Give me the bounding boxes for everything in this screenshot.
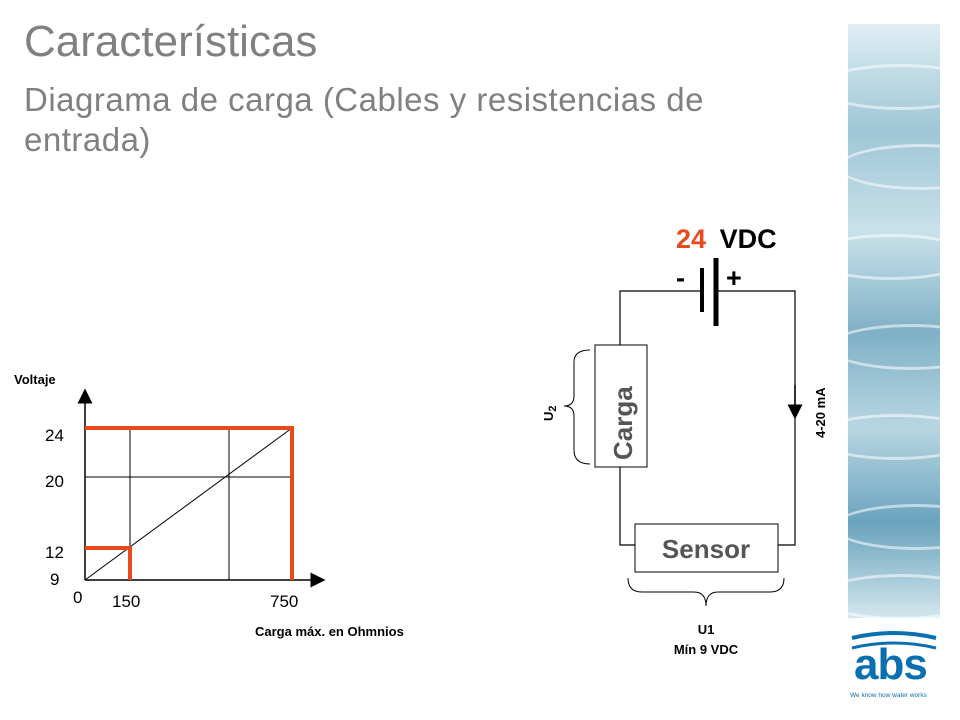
u1-brace [627,577,785,607]
u2-subscript: 2 [547,405,559,411]
y-tick-12: 12 [45,543,64,562]
x-tick-0: 0 [73,588,82,607]
sensor-box [634,523,779,573]
logo-wave-1 [851,631,937,640]
highlight-150-12 [85,546,132,580]
page-subtitle: Diagrama de carga (Cables y resistencias… [24,81,704,158]
page-title: Características [24,17,318,66]
y-tick-9: 9 [50,570,59,589]
wire-right [716,290,796,546]
x-tick-750: 750 [270,592,298,611]
wire-left [619,290,702,345]
u2-label: U2 [541,405,559,421]
logo-wave-2 [851,641,937,650]
u2-letter: U [541,412,556,421]
supply-value: 24 [676,224,706,254]
x-tick-150: 150 [112,592,140,611]
supply-unit: VDC [720,224,777,254]
y-tick-20: 20 [45,472,64,491]
u1-min-label: Mín 9 VDC [674,642,739,657]
minus-sign: - [676,263,685,293]
water-image-strip [848,24,940,618]
chart-xlabel: Carga máx. en Ohmnios [255,624,404,639]
supply-label: 24 VDC [676,224,777,254]
u1-label: U1 [698,622,715,637]
logo-text: abs [854,640,928,689]
highlight-750-24 [85,426,294,580]
load-box [594,344,648,468]
y-tick-24: 24 [45,426,64,445]
sensor-label: Sensor [662,534,750,564]
load-line [84,427,293,581]
chart-ylabel: Voltaje [14,372,56,387]
plus-sign: + [726,263,742,293]
u2-brace [563,349,591,465]
abs-logo [851,631,937,650]
current-label: 4-20 mA [813,387,828,438]
load-label: Carga [608,386,638,460]
wire-bottom-left [619,467,635,546]
logo-tagline: We know how water works [850,692,927,699]
